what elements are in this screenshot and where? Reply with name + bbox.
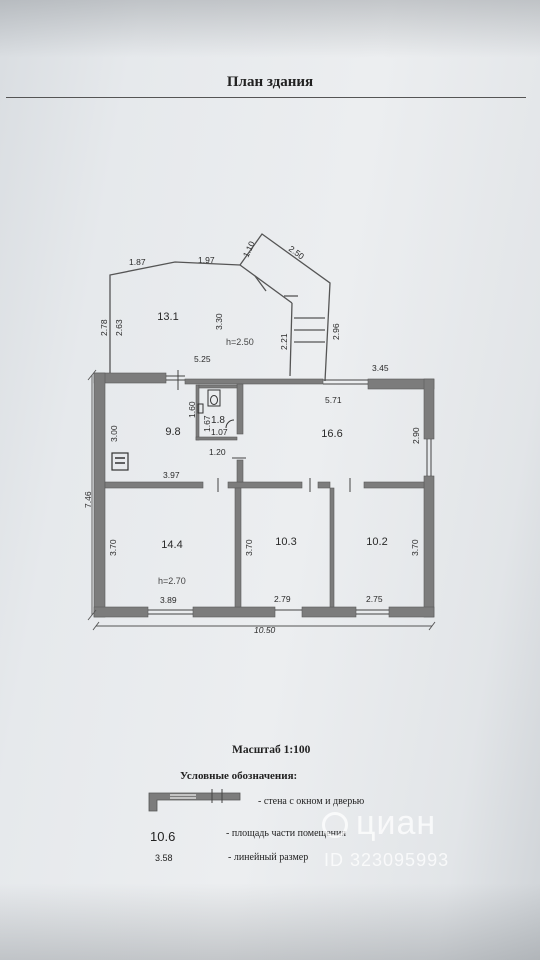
dim-1-10: 1.10	[241, 239, 257, 258]
legend-title: Условные обозначения:	[180, 770, 298, 782]
height-main: h=2.70	[158, 576, 186, 586]
veranda-outline	[109, 233, 331, 382]
dim-2-75: 2.75	[366, 594, 383, 604]
dim-3-89: 3.89	[160, 595, 177, 605]
dim-1-87: 1.87	[129, 257, 146, 267]
dim-10-50: 10.50	[254, 625, 276, 635]
watermark-brand: циан	[356, 804, 437, 842]
legend-dim-sample: 3.58	[155, 853, 173, 863]
dim-1-97: 1.97	[198, 255, 215, 265]
watermark: циан ID 323095993	[322, 804, 522, 882]
dim-3-70-right: 3.70	[410, 539, 420, 556]
dim-2-78: 2.78	[99, 319, 109, 336]
dim-5-25: 5.25	[194, 354, 211, 364]
dim-3-45: 3.45	[372, 363, 389, 373]
dim-2-79: 2.79	[274, 594, 291, 604]
dim-3-00: 3.00	[109, 425, 119, 442]
dimension-lines	[87, 369, 436, 631]
dim-1-60: 1.60	[187, 401, 197, 418]
height-labels: h=2.50 h=2.70	[158, 337, 254, 586]
room-area-veranda: 13.1	[157, 311, 178, 323]
dim-2-90: 2.90	[411, 427, 421, 444]
dim-3-70-middle: 3.70	[244, 539, 254, 556]
dim-1-20: 1.20	[209, 447, 226, 457]
scale-label: Масштаб 1:100	[232, 744, 311, 756]
dim-5-71: 5.71	[325, 395, 342, 405]
stove-icon	[111, 452, 129, 471]
main-walls	[93, 372, 435, 618]
legend-wall-sample	[148, 789, 241, 812]
title-underline	[6, 97, 526, 98]
legend-dim-label: - линейный размер	[228, 852, 309, 863]
height-veranda: h=2.50	[226, 337, 254, 347]
room-area-10-2: 10.2	[366, 536, 387, 548]
legend-wall-label: - стена с окном и дверью	[258, 796, 365, 807]
dim-2-21: 2.21	[279, 333, 289, 350]
dim-1-07: 1.07	[211, 427, 228, 437]
dim-1-67: 1.67	[202, 415, 212, 432]
cian-logo-icon	[322, 812, 348, 838]
room-area-10-3: 10.3	[275, 536, 296, 548]
dim-2-96: 2.96	[331, 323, 341, 340]
dim-3-30: 3.30	[214, 313, 224, 330]
dimension-labels: 1.87 1.97 1.10 2.50 2.78 2.63 3.30 2.96 …	[83, 239, 421, 635]
room-area-14-4: 14.4	[161, 539, 182, 551]
room-labels: 13.1 9.8 1.8 16.6 14.4 10.3 10.2	[157, 311, 387, 551]
watermark-id: ID 323095993	[324, 850, 450, 870]
bathroom-fixtures	[197, 389, 235, 429]
legend-area-sample: 10.6	[150, 829, 176, 844]
page-title: План здания	[226, 74, 314, 90]
dim-2-63: 2.63	[114, 319, 124, 336]
room-area-1-8: 1.8	[211, 415, 225, 426]
room-area-16-6: 16.6	[321, 428, 342, 440]
window-marks	[148, 370, 432, 615]
dim-3-97: 3.97	[163, 470, 180, 480]
room-area-9-8: 9.8	[165, 426, 180, 438]
legend-area-label: - площадь части помещения	[226, 828, 346, 839]
dim-3-70-left: 3.70	[108, 539, 118, 556]
dim-7-46: 7.46	[83, 491, 93, 508]
